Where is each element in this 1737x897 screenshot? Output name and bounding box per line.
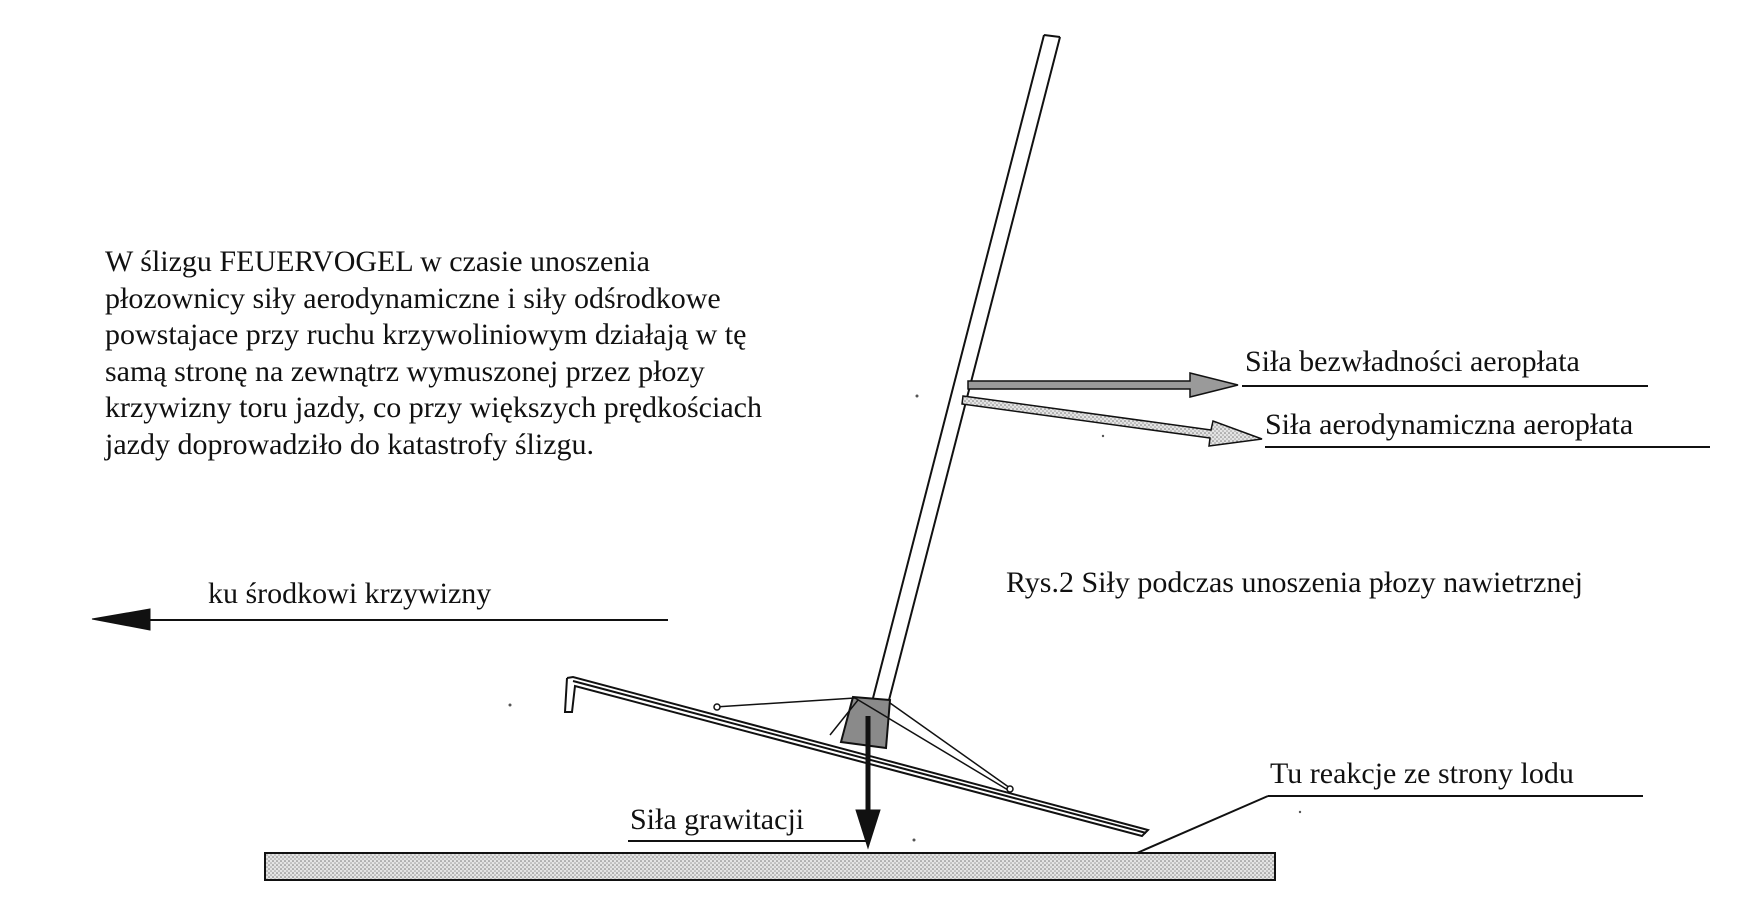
description-line: jazdy doprowadziło do katastrofy ślizgu.	[105, 427, 595, 461]
description-paragraph: W ślizgu FEUERVOGEL w czasie unoszenia p…	[105, 244, 925, 463]
description-line: krzywizny toru jazdy, co przy większych …	[105, 391, 762, 424]
scan-specks	[508, 394, 1302, 842]
description-line: samą stronę na zewnątrz wymuszonej przez…	[105, 354, 705, 388]
gravity-label: Siła grawitacji	[630, 803, 805, 836]
aerodynamic-force-arrow	[961, 395, 1263, 447]
inertia-force-label: Siła bezwładności aeropłata	[1245, 345, 1580, 378]
gravity-arrow	[855, 716, 881, 850]
mast	[871, 34, 1061, 705]
description-line: W ślizgu FEUERVOGEL w czasie unoszenia	[105, 245, 650, 278]
aerodynamic-force-label: Siła aerodynamiczna aeropłata	[1265, 408, 1634, 441]
runner-plank	[563, 675, 1150, 838]
inertia-force-arrow	[967, 372, 1239, 398]
description-line: płozownicy siły aerodynamiczne i siły od…	[105, 281, 721, 315]
ice-surface	[264, 852, 1276, 881]
label-leaders	[628, 385, 1710, 854]
curve-center-label: ku środkowi krzywizny	[208, 577, 492, 610]
curve-center-arrow	[91, 608, 668, 631]
rigging-struts	[713, 697, 1014, 793]
figure-caption: Rys.2 Siły podczas unoszenia płozy nawie…	[1006, 566, 1583, 599]
description-line: powstajace przy ruchu krzywoliniowym dzi…	[105, 318, 747, 351]
ice-reaction-label: Tu reakcje ze strony lodu	[1270, 757, 1574, 790]
